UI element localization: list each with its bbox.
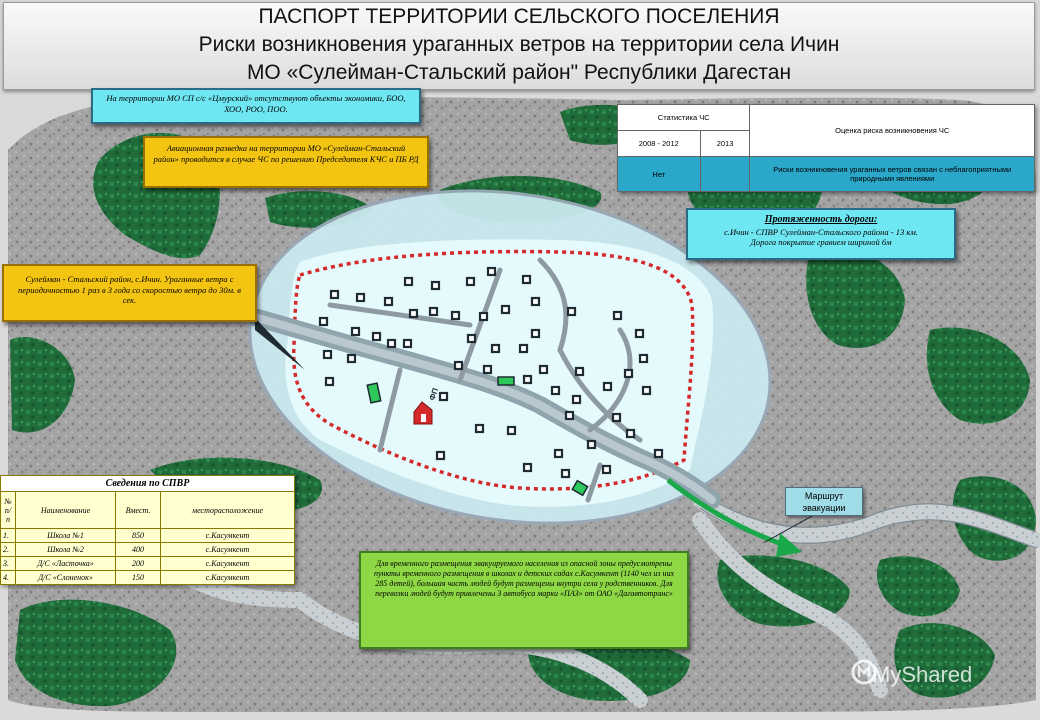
chs-period-2: 2013 <box>699 130 751 157</box>
spvr-cell: Д/С «Слоненок» <box>15 570 116 585</box>
chs-value-1: Нет <box>617 156 701 192</box>
spvr-cell: Школа №1 <box>15 528 116 543</box>
evacuation-route-arrowhead <box>776 533 802 557</box>
medical-point-label: ФП <box>427 387 440 402</box>
table-row: 4. Д/С «Слоненок» 150 с.Касумкент <box>0 570 295 585</box>
spvr-cell: 1. <box>0 528 16 543</box>
aviation-note: Авиационная разведка на территории МО «С… <box>143 136 429 188</box>
wind-note-text: Сулейман - Стальский район, с.Ичин. Ураг… <box>18 274 241 306</box>
road-note: Протяженность дороги: с.Ичин - СПВР Суле… <box>686 208 956 260</box>
spvr-col-number: № п/п <box>0 491 16 529</box>
evacuation-note: Для временного размещения эвакуируемого … <box>359 551 689 649</box>
table-row: 1. Школа №1 850 с.Касумкент <box>0 528 295 543</box>
emergency-statistics-table: Статистика ЧС Оценка риска возникновения… <box>616 104 1035 192</box>
evacuation-route-pointer <box>764 515 813 543</box>
road-note-title: Протяженность дороги: <box>764 214 878 225</box>
evacuation-note-text: Для временного размещения эвакуируемого … <box>373 559 674 598</box>
page-title: ПАСПОРТ ТЕРРИТОРИИ СЕЛЬСКОГО ПОСЕЛЕНИЯ Р… <box>3 2 1035 90</box>
chs-value-2 <box>699 156 751 192</box>
evacuation-route-label: Маршрут эвакуации <box>785 487 863 516</box>
spvr-cell: с.Касумкент <box>160 556 295 571</box>
chs-period-1: 2008 - 2012 <box>617 130 701 157</box>
spvr-cell: с.Касумкент <box>160 570 295 585</box>
table-row: 2. Школа №2 400 с.Касумкент <box>0 542 295 557</box>
houses <box>318 266 664 479</box>
spvr-cell: с.Касумкент <box>160 542 295 557</box>
spvr-cell: Школа №2 <box>15 542 116 557</box>
title-line-2: Риски возникновения ураганных ветров на … <box>198 33 840 56</box>
road-note-line-2: Дорога покрытие гравием шириной 6м <box>750 237 892 248</box>
spvr-col-location: месторасположение <box>160 491 295 529</box>
spvr-cell: 4. <box>0 570 16 585</box>
spvr-cell: 200 <box>115 556 161 571</box>
chs-risk-text: Риски возникновения ураганных ветров свя… <box>749 156 1035 192</box>
spvr-cell: 3. <box>0 556 16 571</box>
river-inner <box>254 314 716 504</box>
table-row: 3. Д/С «Ласточка» 200 с.Касумкент <box>0 556 295 571</box>
watermark: MyShared <box>872 662 973 687</box>
spvr-cell: с.Касумкент <box>160 528 295 543</box>
spvr-cell: 2. <box>0 542 16 557</box>
wind-note: Сулейман - Стальский район, с.Ичин. Ураг… <box>2 264 257 322</box>
road-note-line-1: с.Ичин - СПВР Сулейман-Стальского района… <box>724 226 918 237</box>
spvr-caption: Сведения по СПВР <box>0 475 295 492</box>
spvr-col-capacity: Вмест. <box>115 491 161 529</box>
school-buildings <box>366 376 589 497</box>
aviation-note-text: Авиационная разведка на территории МО «С… <box>153 143 419 164</box>
chs-header-risk: Оценка риска возникновения ЧС <box>749 104 1035 157</box>
chs-header-stat: Статистика ЧС <box>616 104 751 131</box>
spvr-table: Сведения по СПВР № п/п Наименование Вмес… <box>0 475 295 585</box>
spvr-cell: 150 <box>115 570 161 585</box>
medical-point <box>413 401 433 425</box>
spvr-cell: 850 <box>115 528 161 543</box>
economy-note-text: На территории МО СП с/с «Цмурский» отсут… <box>106 93 406 114</box>
title-line-3: МО «Сулейман-Стальский район" Республики… <box>246 61 792 84</box>
spvr-cell: 400 <box>115 542 161 557</box>
economy-note: На территории МО СП с/с «Цмурский» отсут… <box>91 88 421 124</box>
watermark-icon <box>851 659 877 685</box>
title-line-1: ПАСПОРТ ТЕРРИТОРИИ СЕЛЬСКОГО ПОСЕЛЕНИЯ <box>258 5 780 28</box>
spvr-col-name: Наименование <box>15 491 116 529</box>
wind-note-pointer <box>255 318 305 370</box>
spvr-cell: Д/С «Ласточка» <box>15 556 116 571</box>
